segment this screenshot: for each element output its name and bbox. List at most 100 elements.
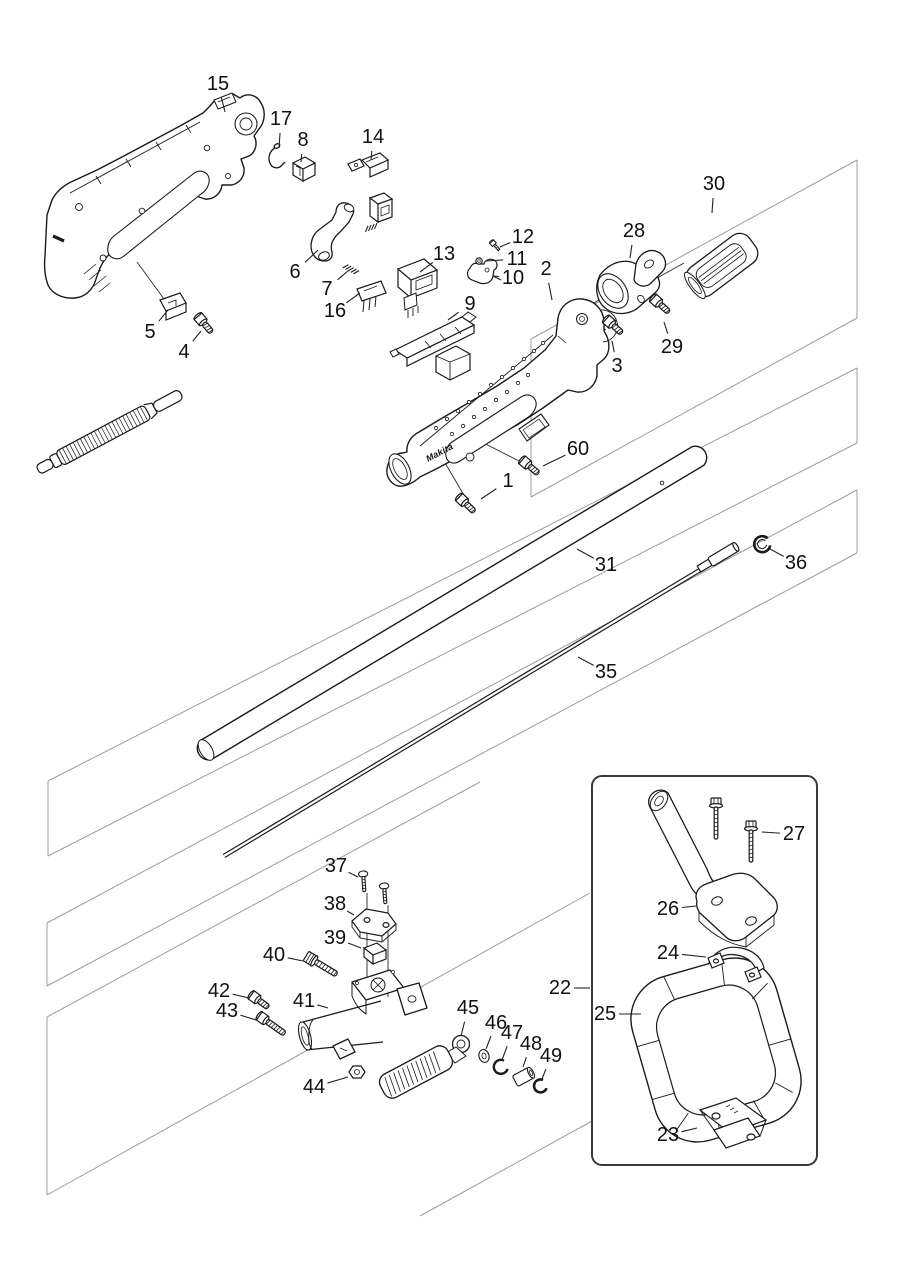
callout-leader-31 [576, 548, 595, 559]
callout-leader-2 [548, 282, 553, 301]
callout-41: 41 [293, 990, 329, 1012]
part-43-bolt [254, 1010, 289, 1039]
callout-leader-24 [681, 953, 707, 958]
callout-leader-35 [577, 656, 594, 666]
part-5-clip [159, 292, 187, 321]
callout-13: 13 [419, 243, 455, 273]
callout-label-48: 48 [520, 1033, 542, 1055]
part-6-lever [310, 202, 355, 262]
callout-label-29: 29 [661, 336, 683, 358]
part-41-clamp-housing [297, 969, 428, 1060]
callout-46: 46 [485, 1012, 507, 1050]
callout-leader-8 [300, 153, 303, 163]
callout-44: 44 [303, 1076, 349, 1098]
callout-label-10: 10 [502, 267, 524, 289]
callout-leader-23 [681, 1127, 698, 1133]
flexible-shaft [36, 390, 183, 474]
callout-label-3: 3 [611, 355, 622, 377]
part-40-bolt [302, 950, 341, 981]
callout-60: 60 [542, 438, 589, 467]
callout-leader-46 [485, 1035, 492, 1050]
callout-leader-27 [761, 831, 781, 834]
callout-leader-7 [337, 269, 350, 281]
callout-leader-42 [232, 993, 250, 999]
callout-leader-36 [769, 548, 784, 557]
callout-leader-5 [158, 309, 169, 322]
callout-10: 10 [493, 267, 524, 289]
callout-label-1: 1 [502, 470, 513, 492]
callout-31: 31 [576, 548, 617, 576]
part-31-pipe [196, 445, 708, 761]
callout-label-11: 11 [507, 248, 528, 270]
callout-leader-47 [501, 1045, 508, 1061]
callout-label-26: 26 [657, 898, 679, 920]
part-48-sleeve [512, 1066, 536, 1087]
callout-label-28: 28 [623, 220, 645, 242]
callout-30: 30 [703, 173, 725, 214]
callout-36: 36 [769, 548, 807, 574]
callout-12: 12 [499, 226, 534, 248]
callout-label-37: 37 [325, 855, 347, 877]
callout-17: 17 [270, 108, 292, 149]
callout-leader-29 [663, 321, 669, 334]
part-1-screw [453, 491, 479, 516]
callout-label-43: 43 [216, 1000, 238, 1022]
callout-40: 40 [263, 944, 304, 966]
callout-leader-17 [278, 132, 281, 149]
callout-leader-13 [419, 261, 434, 273]
callout-leader-38 [346, 910, 355, 916]
callout-leader-48 [522, 1057, 527, 1068]
part-26-front-grip [648, 789, 778, 948]
callout-leader-28 [629, 244, 633, 259]
part-45-lock-lever [378, 1034, 471, 1099]
callout-leader-45 [460, 1021, 466, 1037]
callout-label-17: 17 [270, 108, 292, 130]
callout-23: 23 [657, 1124, 698, 1146]
callout-7: 7 [321, 269, 350, 300]
part-unlabeled-switch [365, 192, 394, 233]
callout-label-2: 2 [540, 258, 551, 280]
callout-27: 27 [761, 823, 805, 845]
callout-leader-43 [240, 1014, 257, 1021]
callout-label-38: 38 [324, 893, 346, 915]
callout-label-46: 46 [485, 1012, 507, 1034]
callout-label-40: 40 [263, 944, 285, 966]
callout-leader-15 [220, 97, 226, 113]
callout-label-44: 44 [303, 1076, 325, 1098]
callout-5: 5 [144, 309, 169, 343]
part-36-sleeve-clamp [752, 534, 772, 554]
callout-39: 39 [324, 927, 362, 949]
callout-leader-30 [711, 197, 714, 214]
callout-label-8: 8 [297, 129, 308, 151]
callout-2: 2 [540, 258, 553, 301]
callout-label-60: 60 [567, 438, 589, 460]
part-49-e-ring [532, 1078, 548, 1094]
part-42-bolt [246, 989, 272, 1012]
callout-leader-9 [447, 311, 460, 321]
callout-1: 1 [480, 470, 514, 500]
callout-8: 8 [297, 129, 309, 163]
callout-label-23: 23 [657, 1124, 679, 1146]
callout-label-15: 15 [207, 73, 229, 95]
part-8-switch-block [291, 156, 317, 183]
callout-4: 4 [178, 330, 202, 363]
callout-leader-4 [192, 330, 202, 342]
callout-label-9: 9 [464, 293, 475, 315]
part-17-clip [268, 143, 286, 169]
callout-42: 42 [208, 980, 250, 1002]
part-14-connector [347, 152, 390, 178]
callout-leader-26 [681, 905, 697, 909]
callout-label-36: 36 [785, 552, 807, 574]
part-39-cushion [362, 942, 388, 966]
part-16-bracket [356, 280, 387, 313]
callout-leader-40 [287, 957, 304, 962]
callout-leader-41 [317, 1004, 329, 1009]
callout-label-39: 39 [324, 927, 346, 949]
part-12-screw [489, 239, 501, 252]
part-2-housing-half [386, 298, 618, 487]
callout-16: 16 [324, 292, 361, 322]
callout-label-45: 45 [457, 997, 479, 1019]
